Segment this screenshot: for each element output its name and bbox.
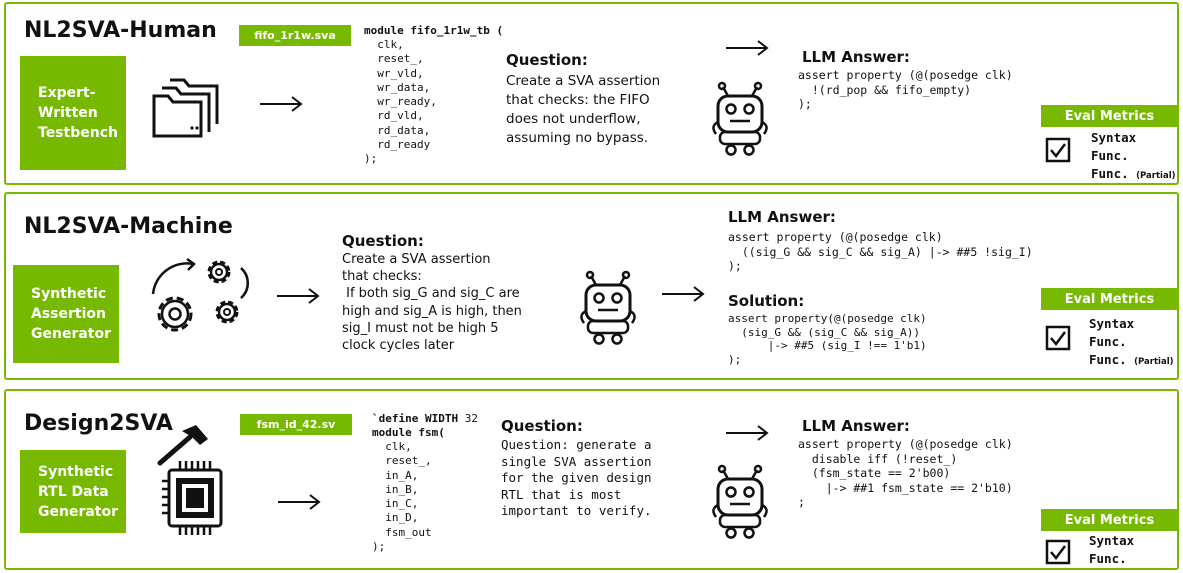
eval-metrics-header: Eval Metrics	[1041, 105, 1178, 127]
hammer-icon	[157, 425, 208, 466]
answer-heading: LLM Answer:	[802, 48, 910, 66]
metric-func-partial: Func. (Partial)	[1089, 352, 1174, 367]
code-define: `define WIDTH 32	[372, 412, 478, 425]
panel-title: NL2SVA-Human	[24, 18, 217, 43]
robot-icon	[711, 464, 769, 539]
metric-syntax: Syntax	[1089, 316, 1135, 331]
eval-metrics-header: Eval Metrics	[1041, 288, 1178, 310]
question-heading: Question:	[342, 232, 424, 250]
source-label-box: Synthetic Assertion Generator	[13, 265, 119, 363]
answer-code: assert property (@(posedge clk) !(rd_pop…	[798, 68, 1013, 111]
metric-func: Func.	[1089, 551, 1127, 566]
question-text: Create a SVA assertion that checks: If b…	[342, 252, 522, 354]
question-heading: Question:	[501, 417, 583, 435]
panel-nl2sva-human: NL2SVA-Human Expert- Written Testbench f…	[4, 2, 1179, 185]
arrow-icon	[276, 288, 319, 304]
file-tag: fsm_id_42.sv	[240, 414, 352, 435]
folders-icon	[152, 78, 219, 138]
answer-heading: LLM Answer:	[802, 417, 910, 435]
arrow-icon	[725, 425, 768, 441]
eval-metrics-header: Eval Metrics	[1041, 509, 1178, 531]
source-label-box: Expert- Written Testbench	[20, 56, 126, 170]
metric-func: Func.	[1091, 148, 1129, 163]
answer-heading: LLM Answer:	[728, 208, 836, 226]
panel-nl2sva-machine: NL2SVA-Machine Synthetic Assertion Gener…	[4, 192, 1179, 380]
robot-icon	[711, 81, 769, 156]
question-text: Create a SVA assertion that checks: the …	[506, 73, 661, 146]
file-tag: fifo_1r1w.sva	[239, 25, 351, 46]
question-text: Question: generate a single SVA assertio…	[501, 437, 652, 518]
arrow-icon	[277, 494, 320, 510]
checkbox-icon	[1045, 325, 1071, 351]
panel-title: NL2SVA-Machine	[24, 214, 233, 239]
checkbox-icon	[1045, 539, 1071, 565]
metric-func-partial: Func. (Partial)	[1091, 166, 1176, 181]
code-ports: clk, reset_, wr_vld, wr_data, wr_ready, …	[364, 38, 437, 166]
code-ports: clk, reset_, in_A, in_B, in_C, in_D, fsm…	[372, 440, 432, 554]
panel-design2sva: Design2SVA Synthetic RTL Data Generator …	[4, 389, 1179, 570]
code-module-header: module fsm(	[372, 426, 445, 439]
chip-icon	[162, 461, 223, 535]
arrow-icon	[259, 96, 302, 112]
metric-syntax: Syntax	[1089, 533, 1135, 548]
arrow-icon	[725, 40, 768, 56]
answer-code: assert property (@(posedge clk) ((sig_G …	[728, 230, 1033, 273]
answer-code: assert property (@(posedge clk) disable …	[798, 437, 1013, 509]
solution-code: assert property(@(posedge clk) (sig_G &&…	[728, 312, 927, 366]
checkbox-icon	[1045, 137, 1071, 163]
solution-heading: Solution:	[728, 292, 805, 310]
question-heading: Question:	[506, 51, 588, 69]
metric-func: Func.	[1089, 334, 1127, 349]
robot-icon	[579, 270, 637, 345]
panel-title: Design2SVA	[24, 411, 173, 436]
arrow-icon	[661, 286, 704, 302]
metric-syntax: Syntax	[1091, 130, 1137, 145]
gears-icon	[151, 257, 250, 332]
code-module-header: module fifo_1r1w_tb (	[364, 24, 504, 37]
source-label-box: Synthetic RTL Data Generator	[20, 450, 126, 533]
